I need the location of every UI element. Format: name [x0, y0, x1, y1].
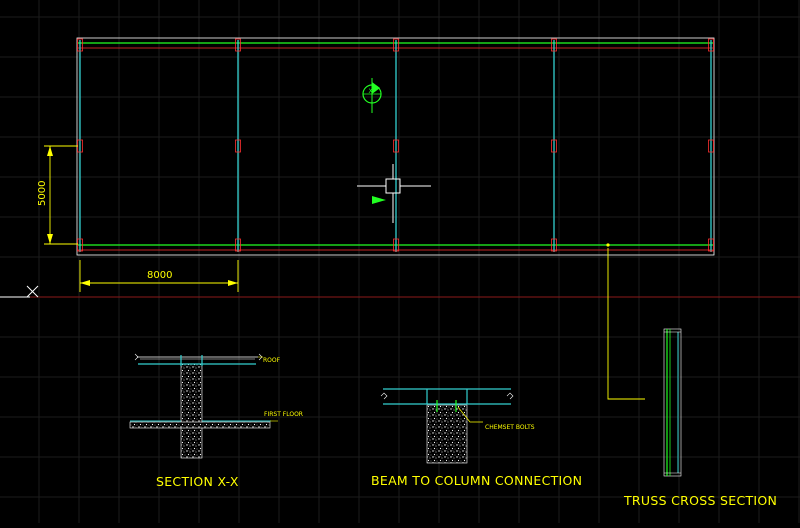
dimension-horizontal-text: 8000 [147, 270, 172, 281]
label-chemset-bolts: CHEMSET BOLTS [485, 424, 535, 431]
section-marker[interactable]: X [362, 78, 386, 204]
concrete-column [180, 363, 203, 459]
label-roof: ROOF [263, 357, 281, 364]
connection-column [426, 404, 468, 464]
floor-plan[interactable] [76, 37, 715, 256]
beam-column-connection-detail[interactable] [380, 388, 514, 464]
label-first-floor: FIRST FLOOR [264, 411, 303, 418]
column-supports [77, 38, 714, 252]
section-xx-detail[interactable] [129, 353, 278, 459]
ucs-axis [0, 285, 800, 298]
truss-leader [607, 248, 645, 400]
dimension-vertical [44, 145, 78, 245]
section-marker-label: X [369, 88, 373, 95]
plan-outline [76, 37, 715, 256]
title-section-xx: SECTION X-X [156, 474, 239, 489]
title-truss-cross-section: TRUSS CROSS SECTION [623, 493, 777, 508]
crosshair-cursor-icon [357, 164, 431, 223]
dimension-vertical-text: 5000 [37, 181, 48, 206]
dimension-horizontal [79, 260, 239, 292]
title-beam-to-column: BEAM TO COLUMN CONNECTION [371, 473, 582, 488]
truss-cross-section-detail[interactable] [663, 328, 682, 477]
